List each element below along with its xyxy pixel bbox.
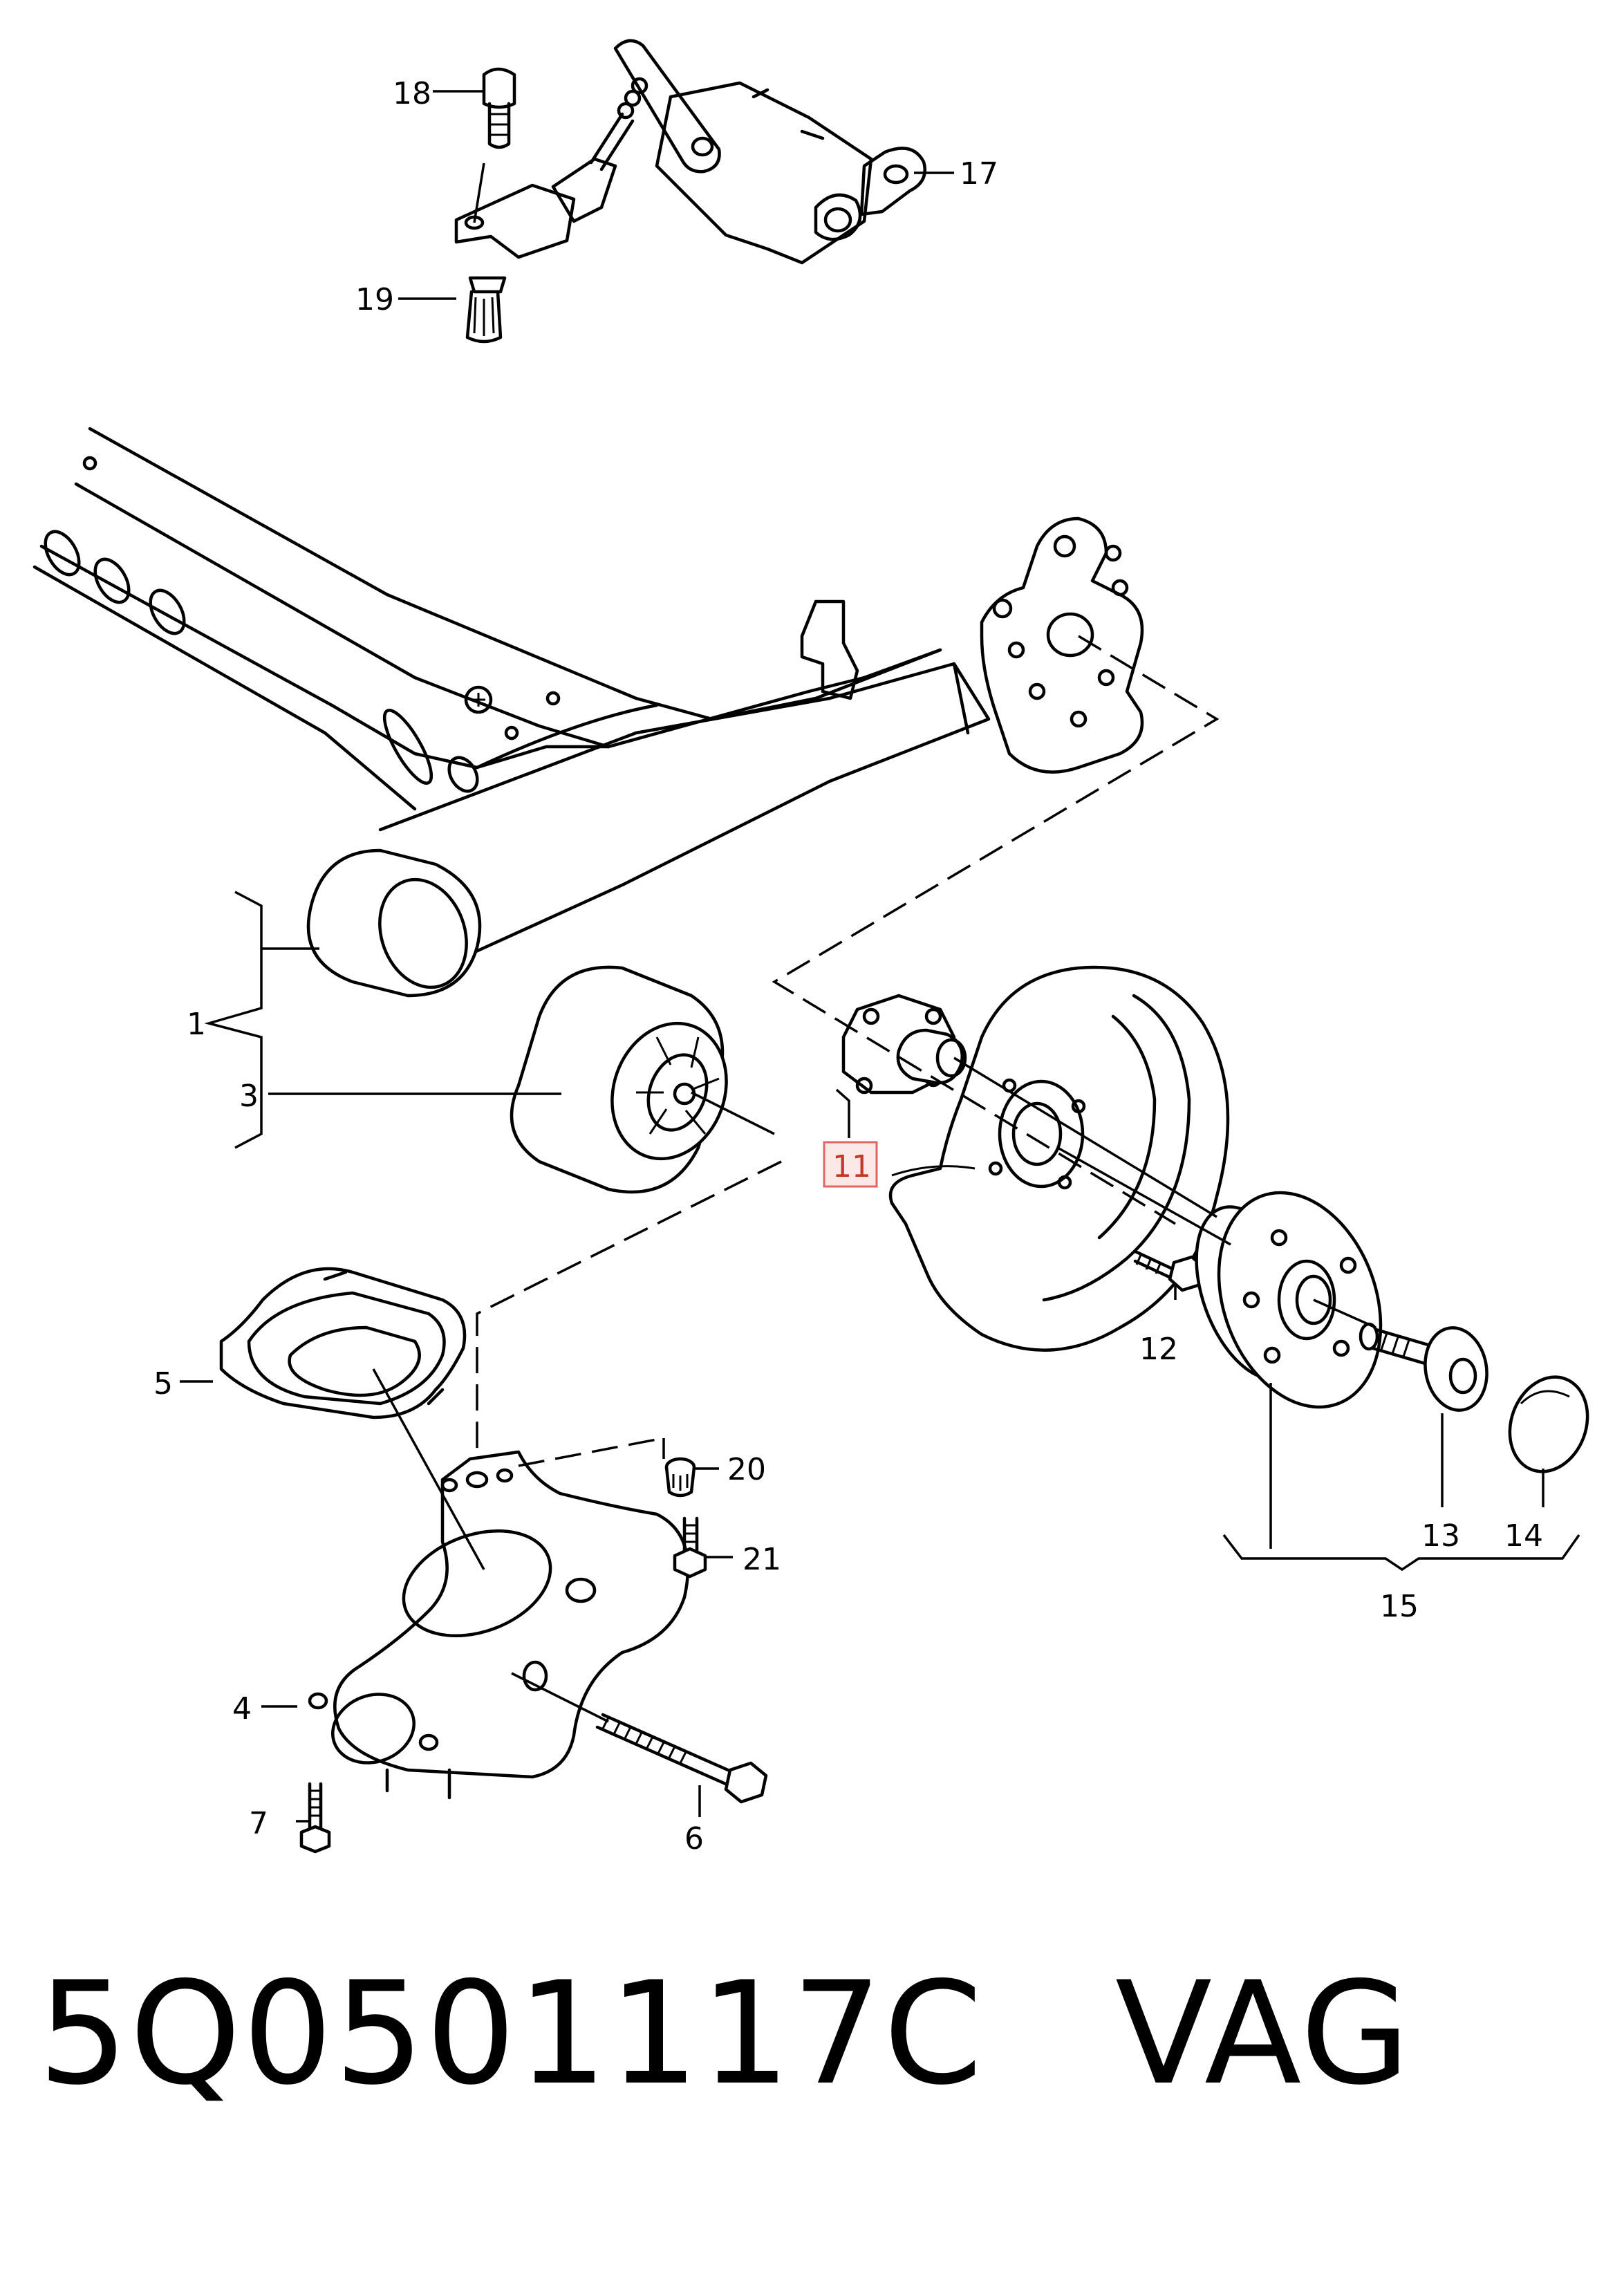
callout-17[interactable]: 17 <box>960 156 998 192</box>
callout-15[interactable]: 15 <box>1380 1589 1419 1624</box>
callout-labels: 18 17 19 1 3 11 12 5 20 21 13 14 15 4 7 … <box>153 76 1543 1856</box>
long-bolt <box>595 1713 768 1804</box>
bracket-bolt-7 <box>299 1782 331 1854</box>
callout-6[interactable]: 6 <box>684 1821 704 1856</box>
callout-21[interactable]: 21 <box>743 1542 781 1577</box>
callout-20[interactable]: 20 <box>727 1452 766 1487</box>
wheel-hub <box>1195 1191 1383 1409</box>
callout-1[interactable]: 1 <box>187 1007 206 1042</box>
assembly-guide-lines <box>372 162 1376 1723</box>
callout-12[interactable]: 12 <box>1139 1332 1178 1367</box>
callout-3[interactable]: 3 <box>239 1079 259 1114</box>
callout-5[interactable]: 5 <box>153 1366 173 1402</box>
callout-14[interactable]: 14 <box>1504 1518 1543 1554</box>
callout-19[interactable]: 19 <box>355 282 394 317</box>
rear-axle-beam <box>32 427 1144 998</box>
bearing-bracket <box>308 1450 690 1800</box>
callout-11[interactable]: 11 <box>832 1149 871 1184</box>
callout-11-highlight <box>823 1141 878 1188</box>
part-number: 5Q0501117C <box>38 1952 984 2116</box>
rubber-bushing <box>510 965 728 1194</box>
brand-name: VAG <box>1114 1952 1412 2116</box>
wheel-bearing-housing <box>841 994 967 1095</box>
cushion-pad <box>219 1267 467 1419</box>
callout-18[interactable]: 18 <box>393 76 431 111</box>
callout-7[interactable]: 7 <box>249 1806 268 1841</box>
bracket-bolt-21 <box>673 1516 707 1579</box>
hub-bolt-and-cap <box>1359 1322 1589 1473</box>
callout-leaders <box>180 90 1580 1823</box>
rivet-nut <box>664 1457 696 1498</box>
callout-4[interactable]: 4 <box>232 1691 252 1726</box>
level-sensor-assembly <box>454 39 926 344</box>
callout-13[interactable]: 13 <box>1421 1518 1460 1554</box>
